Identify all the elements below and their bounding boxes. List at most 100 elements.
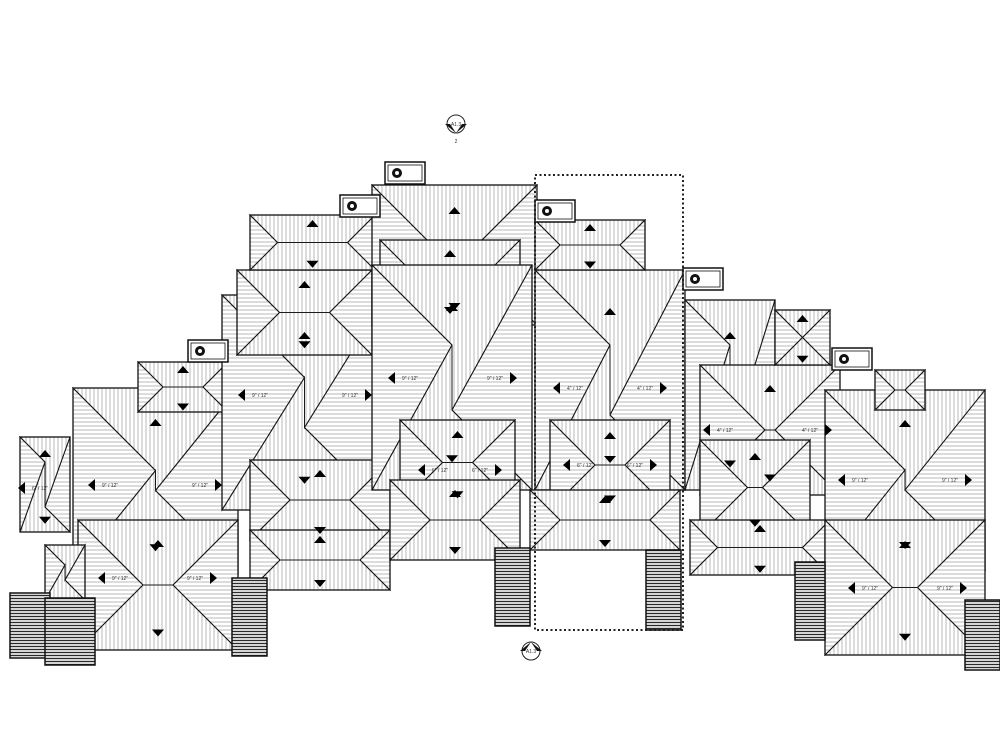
arrow-icon xyxy=(149,419,162,426)
slope-label: 6" / 12" xyxy=(577,463,593,469)
roof-hip-section xyxy=(388,478,522,562)
slope-label: 9" / 12" xyxy=(402,376,418,382)
slope-label: 9" / 12" xyxy=(102,483,118,489)
arrow-icon xyxy=(39,516,51,524)
arrow-icon xyxy=(764,385,776,392)
chimney xyxy=(534,199,576,223)
arrow-icon xyxy=(599,540,611,547)
arrow-icon xyxy=(446,304,458,311)
arrow-icon xyxy=(298,332,311,339)
arrow-icon xyxy=(444,250,456,257)
slope-label: 6" / 12" xyxy=(32,486,48,492)
arrow-icon xyxy=(749,519,761,527)
roof-hip-section xyxy=(248,528,392,592)
slope-arrow: 9" / 12" xyxy=(238,389,268,401)
slope-arrow: 9" / 12" xyxy=(88,479,118,491)
stair xyxy=(494,547,531,627)
slope-label: 9" / 12" xyxy=(252,393,268,399)
section-marker-top: A1.3 2 xyxy=(445,114,467,145)
arrow-icon xyxy=(825,424,832,436)
arrow-icon xyxy=(510,372,517,384)
slope-arrow: 6" / 12" xyxy=(472,464,502,476)
arrow-icon xyxy=(724,332,736,339)
arrow-icon xyxy=(660,382,667,394)
slope-arrow xyxy=(314,536,326,587)
arrow-icon xyxy=(604,432,616,439)
slope-arrow xyxy=(754,525,766,573)
arrow-icon xyxy=(298,341,311,349)
arrow-icon xyxy=(584,261,596,269)
stair xyxy=(44,597,96,666)
chimney xyxy=(339,194,381,218)
arrow-icon xyxy=(899,633,911,641)
arrow-icon xyxy=(448,207,461,214)
arrow-icon xyxy=(754,565,766,573)
arrow-icon xyxy=(965,474,972,486)
section-marker-bottom-sheet: A1.3 xyxy=(526,649,537,655)
slope-arrow: 9" / 12" xyxy=(98,572,128,584)
arrow-icon xyxy=(314,580,326,587)
chimney xyxy=(682,267,724,291)
slope-arrow xyxy=(306,220,319,268)
slope-label: 4" / 12" xyxy=(567,386,583,392)
arrow-icon xyxy=(446,455,458,463)
slope-label: 4" / 12" xyxy=(802,428,818,434)
slope-label: 9" / 12" xyxy=(187,576,203,582)
slope-arrow xyxy=(177,366,189,411)
slope-arrow xyxy=(749,453,761,527)
arrow-icon xyxy=(314,527,326,534)
arrow-icon xyxy=(848,582,855,594)
slope-arrow: 9" / 12" xyxy=(187,572,217,584)
arrow-icon xyxy=(960,582,967,594)
slope-arrow xyxy=(152,540,164,637)
slope-arrow: 6" / 12" xyxy=(418,464,448,476)
slope-arrow: 9" / 12" xyxy=(942,474,972,486)
arrow-icon xyxy=(724,460,736,468)
stair xyxy=(964,599,1000,671)
slope-arrow: 4" / 12" xyxy=(703,424,733,436)
arrow-icon xyxy=(418,464,425,476)
arrow-icon xyxy=(152,629,164,637)
slope-label: 9" / 12" xyxy=(942,478,958,484)
slope-label: 9" / 12" xyxy=(192,483,208,489)
arrow-icon xyxy=(210,572,217,584)
arrow-icon xyxy=(314,470,326,477)
section-marker-top-number: 2 xyxy=(455,139,458,145)
slope-label: 6" / 12" xyxy=(472,468,488,474)
arrow-icon xyxy=(749,453,761,460)
slope-arrow xyxy=(604,432,616,503)
arrow-icon xyxy=(838,474,845,486)
slope-arrow: 4" / 12" xyxy=(637,382,667,394)
roof-hip-section xyxy=(873,368,927,412)
chimney xyxy=(831,347,873,371)
slope-arrow: 9" / 12" xyxy=(487,372,517,384)
slope-label: 6" / 12" xyxy=(627,463,643,469)
slope-label: 9" / 12" xyxy=(112,576,128,582)
arrow-icon xyxy=(314,536,326,543)
slope-arrow: 9" / 12" xyxy=(937,582,967,594)
arrow-icon xyxy=(177,403,189,411)
slope-arrow xyxy=(314,470,326,534)
stair xyxy=(794,561,826,641)
arrow-icon xyxy=(298,281,311,288)
section-marker-top-sheet: A1.3 xyxy=(451,122,462,128)
arrow-icon xyxy=(88,479,95,491)
arrow-icon xyxy=(899,420,911,427)
arrow-icon xyxy=(39,450,51,457)
arrow-icon xyxy=(306,220,319,227)
slope-label: 9" / 12" xyxy=(852,478,868,484)
arrow-icon xyxy=(238,389,245,401)
dotted-section-boundary xyxy=(534,174,684,631)
section-marker-bottom: A1.3 xyxy=(520,641,542,661)
arrow-icon xyxy=(177,366,189,373)
chimney xyxy=(187,339,229,363)
arrow-icon xyxy=(650,459,657,471)
slope-arrow xyxy=(796,315,809,363)
arrow-icon xyxy=(584,224,596,231)
arrow-icon xyxy=(451,431,464,438)
arrow-icon xyxy=(449,490,461,497)
slope-arrow: 9" / 12" xyxy=(388,372,418,384)
arrow-icon xyxy=(754,525,766,532)
slope-label: 6" / 12" xyxy=(432,468,448,474)
stair xyxy=(231,577,268,657)
